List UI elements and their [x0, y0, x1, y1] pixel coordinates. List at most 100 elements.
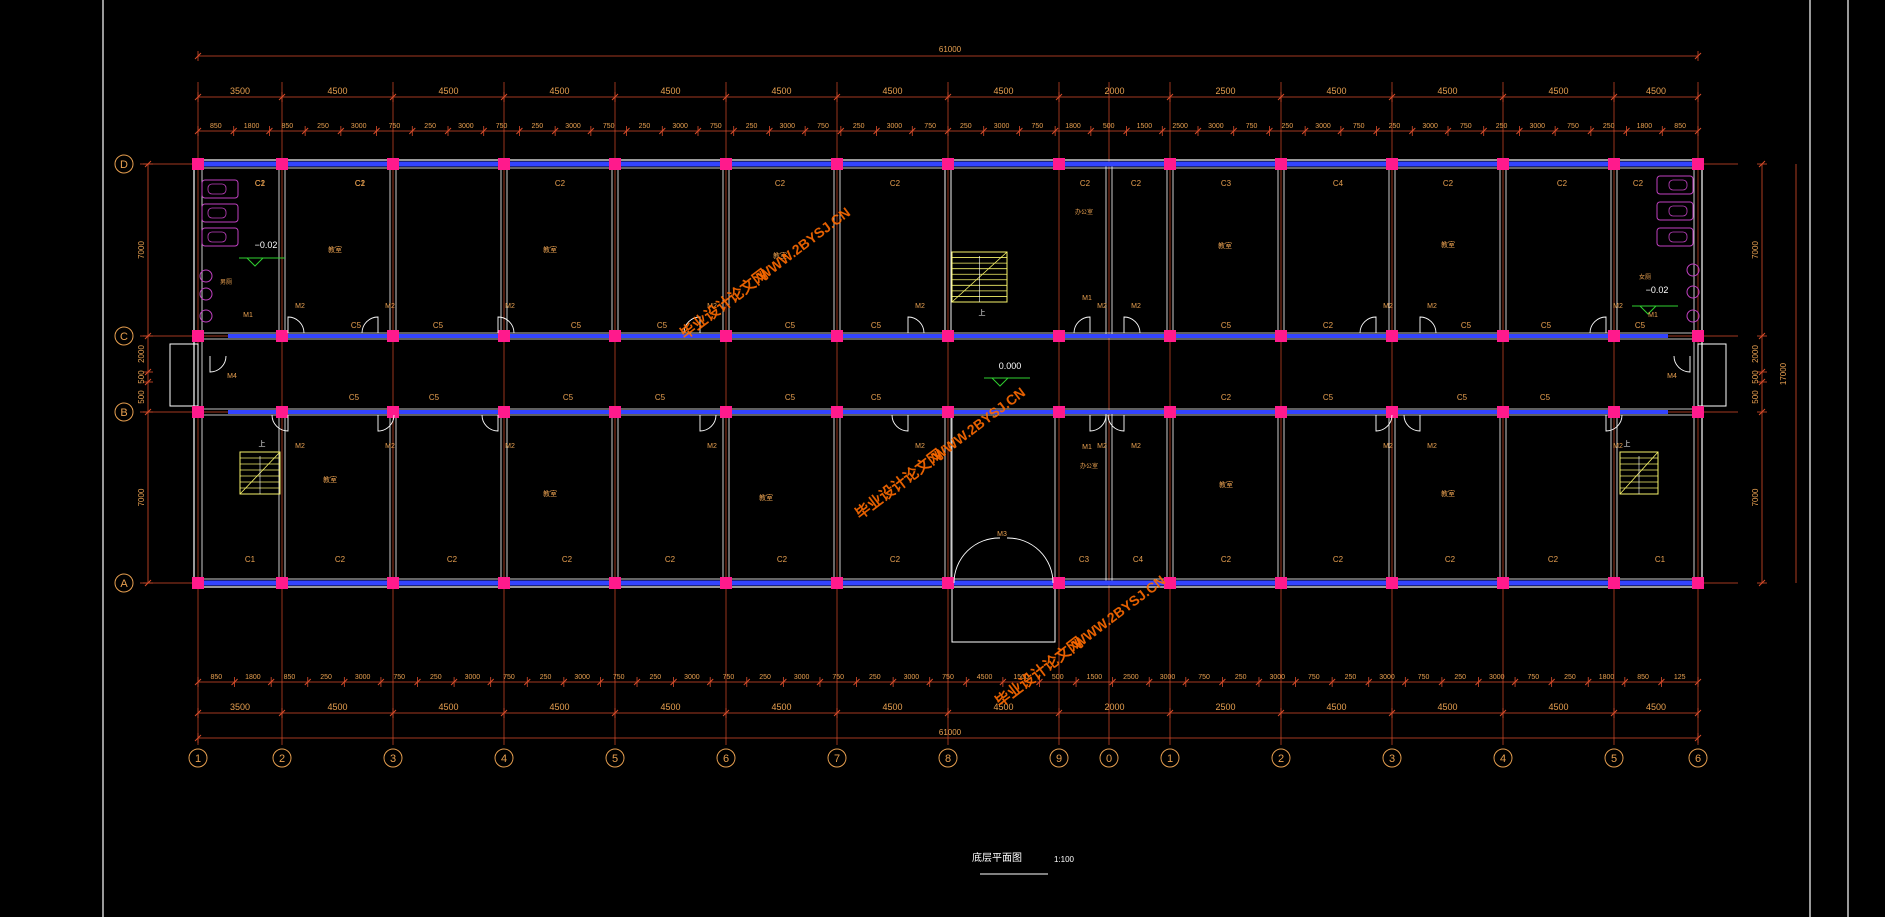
door-label: M2 — [1613, 303, 1623, 310]
dim-slash — [766, 127, 773, 135]
dim-value: 850 — [210, 674, 222, 681]
dim-slash — [1388, 93, 1396, 101]
structural-column — [1497, 577, 1509, 589]
door-label: M2 — [1131, 303, 1141, 310]
plan-labels: 61000 61000 17000 教室 教室 教室 教室 教室 教室 教室 教… — [220, 45, 1788, 864]
axis-bubble-label: 8 — [945, 753, 951, 765]
dim-slash — [340, 678, 348, 686]
dim-slash — [194, 127, 202, 135]
dim-value: 250 — [1603, 123, 1615, 130]
dim-slash — [144, 378, 152, 386]
dim-slash — [1551, 127, 1559, 135]
dim-value: 4500 — [438, 702, 458, 712]
dim-slash — [389, 709, 397, 717]
dim-slash — [1051, 127, 1059, 135]
dim-value: 250 — [317, 123, 329, 130]
dim-slash — [1401, 678, 1409, 686]
window-label: C2 — [665, 555, 676, 564]
dim-value: 250 — [1496, 123, 1508, 130]
structural-column — [1164, 406, 1176, 418]
dim-value: 3000 — [684, 674, 700, 681]
dim-slash — [816, 678, 824, 686]
dim-value: 750 — [1353, 123, 1365, 130]
door-swing — [1073, 316, 1091, 334]
door-swing — [1359, 316, 1377, 334]
dim-slash — [267, 678, 275, 686]
axis-bubble-label: B — [120, 407, 127, 419]
dim-value: 2000 — [1104, 702, 1124, 712]
watermark-cn: 毕业设计论文网 — [992, 633, 1087, 711]
room-label: 教室 — [543, 489, 557, 498]
structural-column — [609, 577, 621, 589]
axis-bubble — [188, 748, 208, 768]
window-label: C2 — [1080, 179, 1091, 188]
dim-slash — [597, 678, 604, 686]
toilet-stall — [201, 227, 239, 247]
door-swing — [1605, 414, 1623, 432]
structural-column — [387, 330, 399, 342]
dim-value: 2500 — [1172, 123, 1188, 130]
toilet-stall — [201, 203, 239, 223]
structural-column — [831, 330, 843, 342]
dim-value: 3000 — [1489, 674, 1505, 681]
door-label: M2 — [1131, 443, 1141, 450]
dim-value: 4500 — [882, 702, 902, 712]
level-mark: −0.02 — [1646, 285, 1669, 295]
axis-bubble — [938, 748, 958, 768]
dim-slash — [944, 127, 952, 135]
window-label: C2 — [1323, 321, 1334, 330]
dim-value: 750 — [832, 674, 844, 681]
dim-slash — [1055, 709, 1063, 717]
toilet-bowl — [1668, 179, 1688, 191]
window-label: C5 — [349, 393, 360, 402]
door-swing — [1419, 316, 1437, 334]
dim-slash — [1758, 579, 1766, 587]
axis-bubble-label: 4 — [1500, 753, 1506, 765]
dim-slash — [1036, 678, 1043, 686]
dim-value: 750 — [817, 123, 829, 130]
dim-slash — [1758, 332, 1766, 340]
dim-slash — [694, 127, 702, 135]
window-label: C5 — [1461, 321, 1472, 330]
dim-slash — [500, 93, 508, 101]
room-label: 办公室 — [1080, 462, 1098, 470]
door-label: M1 — [1648, 312, 1658, 319]
dim-value: 250 — [1345, 674, 1357, 681]
drawing-title: 底层平面图 — [972, 851, 1022, 864]
side-vestibule — [1697, 343, 1727, 407]
dim-value: 7000 — [137, 488, 146, 506]
door-swing — [287, 316, 305, 334]
dim-slash — [1072, 678, 1080, 686]
dim-value: 3000 — [1529, 123, 1545, 130]
room-label: 男厕 — [220, 279, 232, 286]
dim-value: 3000 — [794, 674, 810, 681]
room-label: 教室 — [1441, 489, 1455, 498]
door-label: M2 — [1613, 443, 1623, 450]
dim-slash — [194, 678, 202, 686]
window-label: C2 — [890, 179, 901, 188]
axis-bubble — [114, 573, 134, 593]
overall-dim-top: 61000 — [939, 45, 962, 54]
level-symbol — [984, 377, 1030, 387]
dim-value: 4500 — [1646, 702, 1666, 712]
axis-bubble-label: C — [120, 331, 128, 343]
door-swing — [1107, 414, 1125, 432]
window-label: C5 — [433, 321, 444, 330]
door-label: M2 — [505, 443, 515, 450]
axis-bubble — [114, 326, 134, 346]
urinal — [199, 309, 213, 323]
dim-slash — [1548, 678, 1556, 686]
dim-value: 500 — [1751, 370, 1760, 384]
structural-column — [1275, 406, 1287, 418]
dim-value: 750 — [1460, 123, 1472, 130]
structural-column — [609, 406, 621, 418]
structural-column — [942, 406, 954, 418]
structural-column — [609, 158, 621, 170]
dim-value: 750 — [603, 123, 615, 130]
dim-value: 750 — [1528, 674, 1540, 681]
dim-value: 250 — [320, 674, 332, 681]
dim-slash — [706, 678, 714, 686]
doors — [209, 316, 1691, 584]
structural-column — [720, 330, 732, 342]
